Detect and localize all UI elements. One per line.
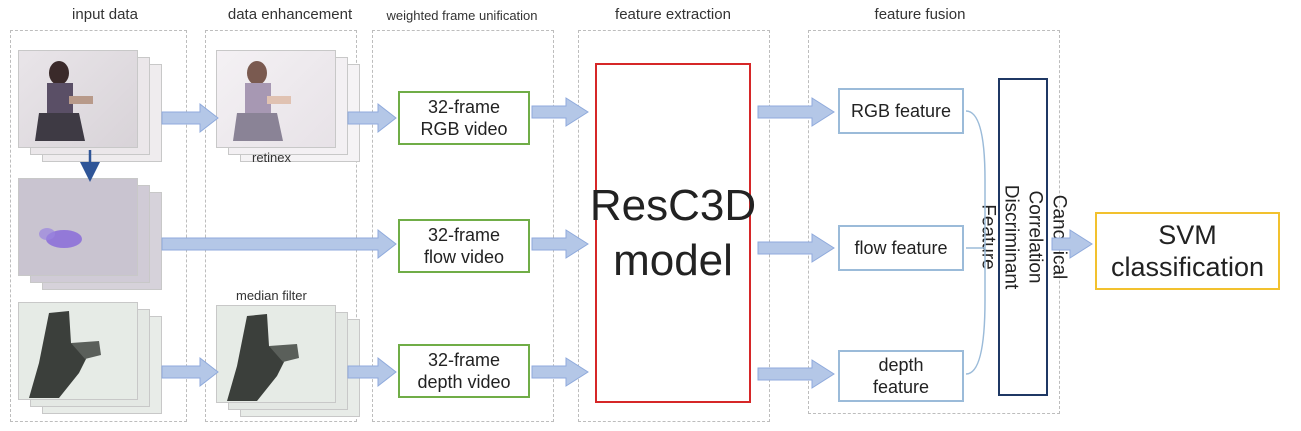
arrow-model-to-flow-feature [757,233,835,263]
optical-flow-image [39,228,82,248]
arrow-model-to-depth-feature [757,359,835,389]
arrow-median-to-depth-video [347,356,397,388]
enhanced-person-image [233,61,291,141]
depth-feature-box: depth feature [838,350,964,402]
depth-input-frames [18,302,168,417]
caption-retinex: retinex [252,150,292,165]
arrow-input-to-retinex [161,102,219,134]
resc3d-model-box: ResC3D model [590,63,756,403]
rgb-feature-box: RGB feature [838,88,964,134]
depth-image [29,311,101,398]
flow-input-frames [18,178,168,290]
panel-input [10,30,187,422]
section-title-input: input data [72,6,138,23]
section-title-fusion: feature fusion [874,6,966,23]
median-filtered-frames [216,305,366,417]
fusion-brace [965,110,986,375]
arrow-model-to-rgb-feature [757,97,835,127]
svm-classification-box: SVM classification [1095,212,1280,290]
arrow-fusion-to-svm [1051,229,1093,259]
panel-extraction [578,30,770,422]
caption-median-filter: median filter [236,288,307,303]
depth-video-box: 32-frame depth video [398,344,530,398]
panel-enhancement [205,30,357,422]
panel-fusion [808,30,1060,414]
person-sitting-image [35,61,93,141]
section-title-extraction: feature extraction [615,6,731,23]
arrow-flow-video-to-model [531,229,589,259]
rgb-input-frames [18,50,168,162]
section-title-unification: weighted frame unification [386,8,538,23]
flow-video-box: 32-frame flow video [398,219,530,273]
section-title-enhancement: data enhancement [227,6,353,23]
panel-unification [372,30,554,422]
filtered-depth-image [227,314,299,401]
arrow-depth-video-to-model [531,357,589,387]
arrow-retinex-to-rgb-video [347,102,397,134]
retinex-enhanced-frames [216,50,366,162]
rgb-video-box: 32-frame RGB video [398,91,530,145]
arrow-flow-to-flow-video [161,228,397,260]
cca-fusion-box: Canonical Correlation Discriminant Featu… [977,78,1070,396]
arrow-depth-to-median [161,356,219,388]
arrow-rgb-video-to-model [531,97,589,127]
flow-feature-box: flow feature [838,225,964,271]
